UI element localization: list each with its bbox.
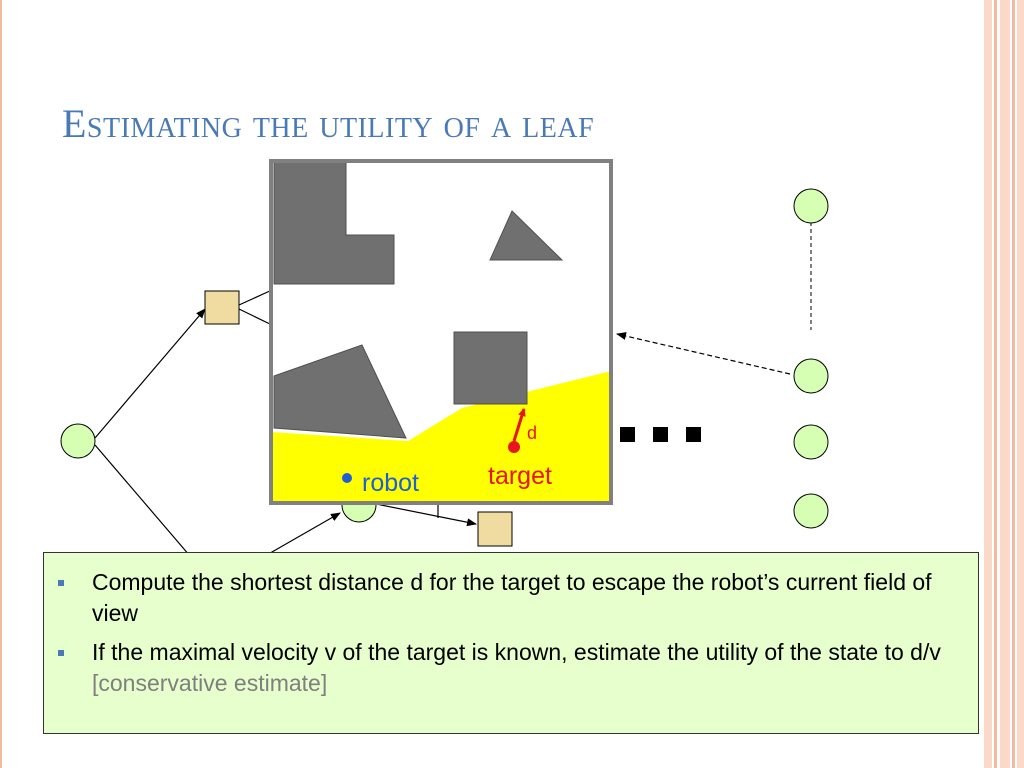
edge-circle-to-square (375, 503, 477, 527)
bullet-square-icon (58, 650, 64, 656)
bullet-item-1: Compute the shortest distance d for the … (58, 567, 958, 629)
slide-title: Estimating the utility of a leaf (62, 101, 595, 146)
left-border-line (0, 0, 2, 768)
ellipsis-dots (620, 427, 701, 442)
dashed-arrow-to-panel (616, 332, 791, 375)
bullet-item-2: If the maximal velocity v of the target … (58, 637, 958, 699)
bullet-text-1: Compute the shortest distance d for the … (92, 569, 932, 626)
edge-lower-to-circle (264, 512, 341, 557)
edge-square-stub-1 (238, 289, 273, 306)
robot-dot (342, 473, 352, 483)
bullet-square-icon (58, 580, 64, 586)
right-circle-1 (793, 188, 829, 224)
right-decorative-stripes (984, 0, 1024, 768)
root-node-circle (60, 423, 96, 459)
upper-square-node (204, 290, 240, 325)
obstacle-square (453, 331, 528, 405)
bullet-note-2: [conservative estimate] (92, 670, 328, 696)
right-circle-3 (793, 424, 829, 460)
obstacle-quadrilateral (273, 344, 407, 439)
bullet-list: Compute the shortest distance d for the … (58, 567, 958, 699)
right-circle-2 (793, 358, 829, 394)
distance-label: d (527, 423, 537, 443)
target-dot (508, 441, 520, 453)
right-circle-4 (793, 493, 829, 529)
edge-root-to-lower (94, 444, 191, 557)
bullet-points-box: Compute the shortest distance d for the … (43, 552, 979, 734)
panel-border (269, 159, 613, 505)
robot-label: robot (362, 469, 419, 497)
target-label: target (488, 462, 552, 490)
obstacle-triangle (489, 210, 564, 261)
edge-square-stub-2 (238, 308, 273, 326)
lower-square-node (477, 511, 513, 547)
bullet-text-2: If the maximal velocity v of the target … (92, 639, 941, 665)
edge-root-to-upper-square (94, 308, 206, 439)
distance-arrow (512, 408, 526, 442)
field-of-view-panel: robot d target (269, 159, 613, 505)
